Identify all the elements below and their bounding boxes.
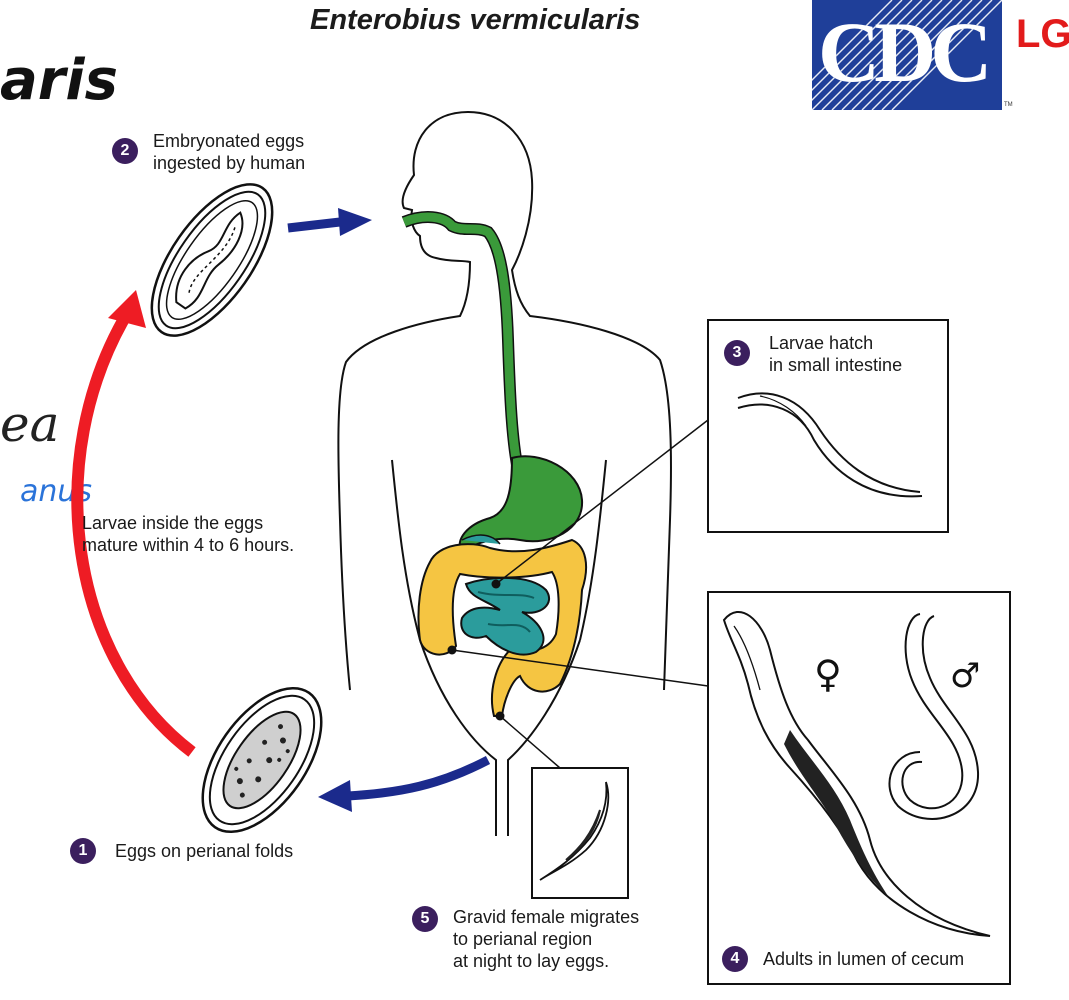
larva-icon — [737, 392, 923, 498]
stomach — [458, 455, 584, 554]
step-5-line1: Gravid female migrates — [453, 907, 640, 927]
egg-embryonated-icon — [150, 183, 274, 337]
connector-lines — [451, 419, 709, 769]
logo-extra-text: LG — [1016, 12, 1069, 56]
cdc-logo: CDC — [812, 0, 1002, 110]
blue-arrow-ingestion — [287, 217, 341, 233]
handwritten-title-fragment: aris — [0, 48, 118, 113]
step-5-badge: 5 — [412, 906, 438, 932]
blue-arrow-deposit — [347, 756, 491, 801]
cdc-logo-hatch — [812, 0, 1002, 110]
step-4-badge: 4 — [722, 946, 748, 972]
step-2-badge: 2 — [112, 138, 138, 164]
blue-arrowhead-ingestion — [338, 208, 372, 236]
blue-arrowhead-deposit — [318, 780, 352, 812]
small-intestine — [460, 577, 550, 656]
cdc-logo-text: CDC — [818, 4, 992, 100]
step-3-line1: Larvae hatch — [769, 333, 874, 353]
digestive-tract — [401, 211, 588, 721]
male-symbol: ♂ — [950, 656, 981, 696]
handwritten-fragment: ea — [0, 395, 60, 453]
step-5-line2: to perianal region — [453, 929, 593, 949]
step-1-text: Eggs on perianal folds — [115, 841, 294, 861]
maturation-note: Larvae inside the eggs mature within 4 t… — [82, 512, 294, 556]
step-3-caption: 3 Larvae hatch in small intestine — [724, 332, 902, 376]
step-5-line3: at night to lay eggs. — [453, 951, 610, 971]
colon — [417, 538, 588, 717]
step-4-text: Adults in lumen of cecum — [763, 949, 965, 969]
step-2-caption: 2 Embryonated eggs ingested by human — [112, 130, 305, 174]
maturation-line1: Larvae inside the eggs — [82, 513, 264, 533]
cdc-logo-tm: TM — [1004, 102, 1013, 108]
step-1-badge: 1 — [70, 838, 96, 864]
red-arrowhead — [108, 290, 146, 328]
male-worm-icon — [888, 613, 980, 820]
gravid-female-icon — [539, 781, 610, 881]
step-3-line2: in small intestine — [769, 355, 903, 375]
female-worm-icon — [722, 610, 991, 937]
maturation-line2: mature within 4 to 6 hours. — [82, 535, 295, 555]
gravid-female-box — [531, 767, 629, 899]
step-2-line2: ingested by human — [153, 153, 306, 173]
egg-perianal-icon — [201, 686, 323, 834]
human-silhouette — [337, 111, 672, 836]
step-2-line1: Embryonated eggs — [153, 131, 305, 151]
diagram-title: Enterobius vermicularis — [310, 4, 641, 36]
step-5-caption: 5 Gravid female migrates to perianal reg… — [412, 906, 639, 972]
female-symbol: ♀ — [814, 652, 842, 696]
red-cycle-arrow — [71, 308, 196, 757]
step-3-badge: 3 — [724, 340, 750, 366]
step-1-caption: 1 Eggs on perianal folds — [70, 838, 293, 864]
step-4-caption: 4 Adults in lumen of cecum — [722, 946, 964, 972]
